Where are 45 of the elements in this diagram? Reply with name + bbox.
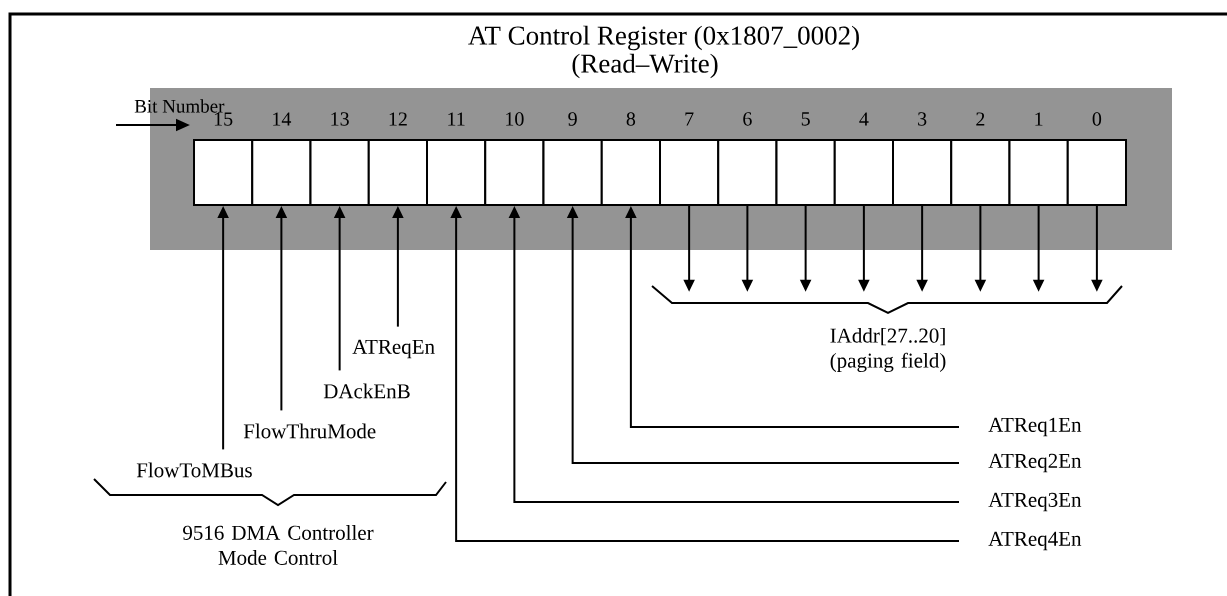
bit-number: 5	[801, 112, 810, 126]
bit-cell	[484, 139, 545, 206]
bit-number: 7	[685, 112, 694, 126]
bit-number: 4	[859, 112, 869, 126]
bit-number: 12	[389, 112, 407, 126]
bit-number: 8	[626, 112, 636, 126]
bit-cell	[892, 139, 953, 206]
bit-cell	[1008, 139, 1069, 206]
signal-label: ATReq1En	[988, 417, 1082, 437]
label-text: Bit Number	[134, 99, 225, 113]
bit-number: 10	[506, 112, 524, 126]
bit-cell	[193, 139, 254, 206]
signal-label: DAckEnB	[323, 383, 410, 399]
bit-number: 2	[976, 112, 985, 126]
signal-label: ATReqEn	[352, 339, 435, 359]
bit-number: 1	[1035, 112, 1043, 126]
bit-cell	[426, 139, 487, 206]
bit-cell	[775, 139, 836, 206]
bit-cell	[600, 139, 661, 206]
bit-cell	[251, 139, 312, 206]
signal-label: FlowThruMode	[243, 423, 376, 439]
bit-number: 14	[273, 112, 292, 126]
title: AT Control Register (0x1807_0002)	[468, 25, 859, 51]
bit-number: 15	[214, 112, 233, 126]
bit-cell	[542, 139, 603, 206]
bit-cell	[309, 139, 370, 206]
bit-cell	[717, 139, 778, 206]
field-label: IAddr[27..20] (paging field)	[830, 327, 946, 373]
bit-number: 9	[568, 112, 577, 126]
bit-cell	[1066, 139, 1127, 206]
bit-number: 6	[743, 112, 752, 126]
signal-label: ATReq2En	[988, 453, 1082, 473]
bit-number: 13	[331, 112, 349, 126]
signal-label: ATReq3En	[988, 492, 1082, 512]
bit-number: 0	[1092, 112, 1102, 126]
bit-number: 3	[918, 112, 927, 126]
label-text: (Read–Write)	[572, 53, 718, 79]
bit-cell	[950, 139, 1011, 206]
bit-number: 11	[448, 112, 465, 126]
label-text: 9516 DMA Controller Mode Control	[183, 525, 374, 565]
bit-cell	[367, 139, 428, 206]
signal-label: FlowToMBus	[136, 462, 252, 478]
bit-cell	[659, 139, 720, 206]
bit-cell	[833, 139, 894, 206]
signal-label: ATReq4En	[988, 531, 1082, 551]
